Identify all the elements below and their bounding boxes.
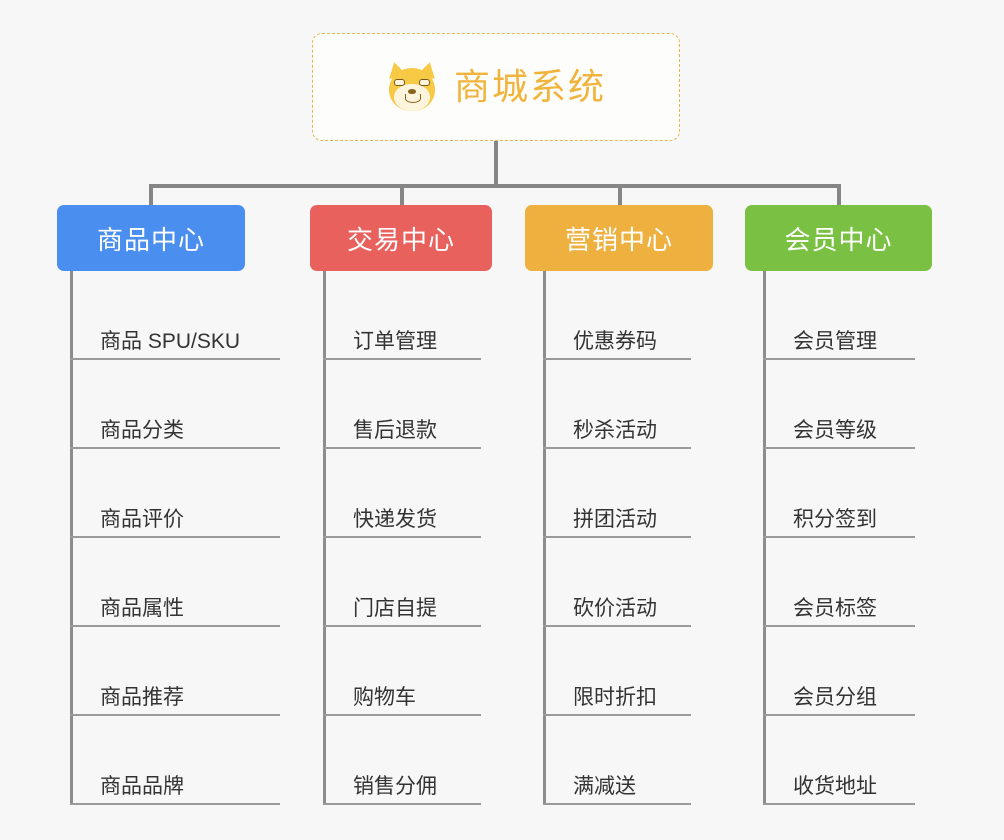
category-label: 营销中心 xyxy=(564,224,673,255)
root-node[interactable]: 商城系统 xyxy=(312,33,680,141)
leaf-item-label: 秒杀活动 xyxy=(573,418,657,442)
leaf-item[interactable]: 商品分类 xyxy=(70,360,280,449)
leaf-item[interactable]: 销售分佣 xyxy=(323,716,481,805)
leaf-item-label: 购物车 xyxy=(353,685,416,709)
leaf-item[interactable]: 会员管理 xyxy=(763,271,915,360)
branch-column-2: 订单管理售后退款快递发货门店自提购物车销售分佣 xyxy=(323,271,481,805)
leaf-item[interactable]: 秒杀活动 xyxy=(543,360,691,449)
leaf-item-label: 拼团活动 xyxy=(573,507,657,531)
branch-spine xyxy=(70,271,73,805)
leaf-item[interactable]: 拼团活动 xyxy=(543,449,691,538)
category-label: 商品中心 xyxy=(96,224,205,255)
leaf-item-label: 砍价活动 xyxy=(573,596,657,620)
leaf-item-label: 商品品牌 xyxy=(100,774,184,798)
connector-drop-4 xyxy=(837,184,841,205)
leaf-item-label: 满减送 xyxy=(573,774,636,798)
connector-horizontal-bus xyxy=(149,184,841,188)
leaf-item-label: 商品评价 xyxy=(100,507,184,531)
leaf-item[interactable]: 砍价活动 xyxy=(543,538,691,627)
category-box-3[interactable]: 营销中心 xyxy=(525,205,713,271)
branch-spine xyxy=(763,271,766,805)
category-label: 交易中心 xyxy=(346,224,455,255)
leaf-item-label: 商品推荐 xyxy=(100,685,184,709)
leaf-item[interactable]: 会员标签 xyxy=(763,538,915,627)
leaf-item[interactable]: 限时折扣 xyxy=(543,627,691,716)
leaf-item-label: 商品 SPU/SKU xyxy=(100,329,241,353)
category-box-1[interactable]: 商品中心 xyxy=(57,205,245,271)
leaf-item[interactable]: 商品推荐 xyxy=(70,627,280,716)
leaf-item-label: 会员标签 xyxy=(793,596,877,620)
leaf-item[interactable]: 商品品牌 xyxy=(70,716,280,805)
leaf-item[interactable]: 收货地址 xyxy=(763,716,915,805)
leaf-item[interactable]: 订单管理 xyxy=(323,271,481,360)
leaf-item[interactable]: 售后退款 xyxy=(323,360,481,449)
shiba-dog-icon xyxy=(385,60,439,112)
leaf-item-label: 会员分组 xyxy=(793,685,877,709)
leaf-item-label: 积分签到 xyxy=(793,507,877,531)
leaf-item-label: 商品分类 xyxy=(100,418,184,442)
branch-spine xyxy=(323,271,326,805)
leaf-item-label: 销售分佣 xyxy=(353,774,437,798)
leaf-item-label: 会员管理 xyxy=(793,329,877,353)
category-label: 会员中心 xyxy=(784,224,893,255)
leaf-item-label: 门店自提 xyxy=(353,596,437,620)
leaf-item-label: 快递发货 xyxy=(353,507,437,531)
leaf-item[interactable]: 商品评价 xyxy=(70,449,280,538)
leaf-item[interactable]: 会员分组 xyxy=(763,627,915,716)
leaf-item-label: 售后退款 xyxy=(353,418,437,442)
leaf-item-label: 限时折扣 xyxy=(573,685,657,709)
leaf-item[interactable]: 满减送 xyxy=(543,716,691,805)
leaf-item-label: 收货地址 xyxy=(793,774,877,798)
branch-column-1: 商品 SPU/SKU 商品分类商品评价商品属性商品推荐商品品牌 xyxy=(70,271,280,805)
connector-root-stem xyxy=(494,141,498,188)
category-box-4[interactable]: 会员中心 xyxy=(745,205,932,271)
leaf-item-label: 优惠券码 xyxy=(573,329,657,353)
leaf-item[interactable]: 购物车 xyxy=(323,627,481,716)
root-title: 商城系统 xyxy=(453,66,606,107)
leaf-item-label: 订单管理 xyxy=(353,329,437,353)
branch-column-4: 会员管理会员等级积分签到会员标签会员分组收货地址 xyxy=(763,271,915,805)
leaf-item[interactable]: 商品 SPU/SKU xyxy=(70,271,280,360)
connector-drop-1 xyxy=(149,184,153,205)
leaf-item[interactable]: 商品属性 xyxy=(70,538,280,627)
branch-spine xyxy=(543,271,546,805)
connector-drop-3 xyxy=(618,184,622,205)
leaf-item[interactable]: 积分签到 xyxy=(763,449,915,538)
leaf-item-label: 会员等级 xyxy=(793,418,877,442)
branch-column-3: 优惠券码秒杀活动拼团活动砍价活动限时折扣满减送 xyxy=(543,271,691,805)
leaf-item[interactable]: 优惠券码 xyxy=(543,271,691,360)
leaf-item[interactable]: 门店自提 xyxy=(323,538,481,627)
leaf-item[interactable]: 会员等级 xyxy=(763,360,915,449)
leaf-item[interactable]: 快递发货 xyxy=(323,449,481,538)
connector-drop-2 xyxy=(400,184,404,205)
category-box-2[interactable]: 交易中心 xyxy=(310,205,492,271)
leaf-item-label: 商品属性 xyxy=(100,596,184,620)
